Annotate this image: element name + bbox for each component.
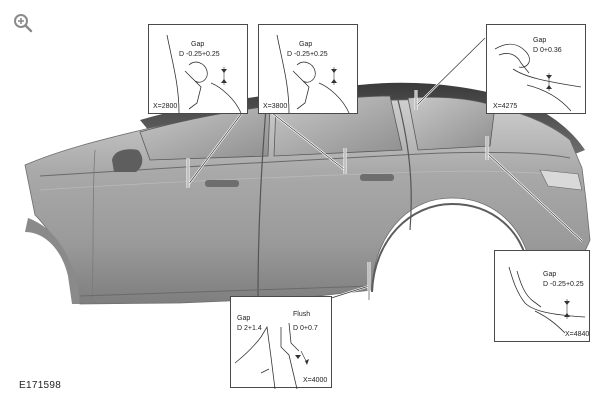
- door-mirror: [112, 149, 143, 172]
- callout-label-2: Flush: [293, 311, 311, 318]
- rear-door-handle: [360, 174, 394, 181]
- front-door-handle: [205, 180, 239, 187]
- rear-door-seam: [397, 99, 412, 231]
- callout-value: D -0.25+0.25: [287, 51, 328, 58]
- tail-light: [539, 169, 583, 191]
- front-door-seam: [257, 107, 267, 301]
- callout-value: D 0+0.36: [533, 47, 562, 54]
- callout-x-label: X=3800: [263, 103, 288, 110]
- callout-x4000: Gap D 2+1.4 Flush D 0+0.7 X=4000: [230, 296, 332, 389]
- figure-id-label: E171598: [19, 380, 62, 391]
- callout-x-label: X=4840: [565, 331, 590, 338]
- callout-x4275: Gap D 0+0.36 X=4275: [486, 24, 586, 114]
- callout-x-label: X=4000: [303, 377, 328, 384]
- callout-x3800: Gap D -0.25+0.25 X=3800: [258, 24, 358, 114]
- callout-label: Gap: [191, 41, 205, 48]
- rear-quarter-window: [407, 96, 496, 151]
- callout-label: Gap: [533, 37, 547, 44]
- callout-value: D -0.25+0.25: [179, 51, 220, 58]
- callout-label: Gap: [543, 271, 557, 278]
- callout-x-label: X=4275: [493, 103, 518, 110]
- zoom-in-icon[interactable]: [12, 12, 34, 34]
- callout-x-label: X=2800: [153, 103, 178, 110]
- callout-label: Gap: [237, 315, 251, 322]
- callout-x2800: Gap D -0.25+0.25 X=2800: [148, 24, 248, 114]
- callout-x4840: Gap D -0.25+0.25 X=4840: [494, 250, 590, 342]
- callout-label: Gap: [299, 41, 313, 48]
- callout-value: D 2+1.4: [237, 325, 262, 332]
- callout-value-2: D 0+0.7: [293, 325, 318, 332]
- front-wheel-arch: [25, 218, 80, 304]
- rear-wheel-arch: [371, 202, 529, 293]
- callout-value: D -0.25+0.25: [543, 281, 584, 288]
